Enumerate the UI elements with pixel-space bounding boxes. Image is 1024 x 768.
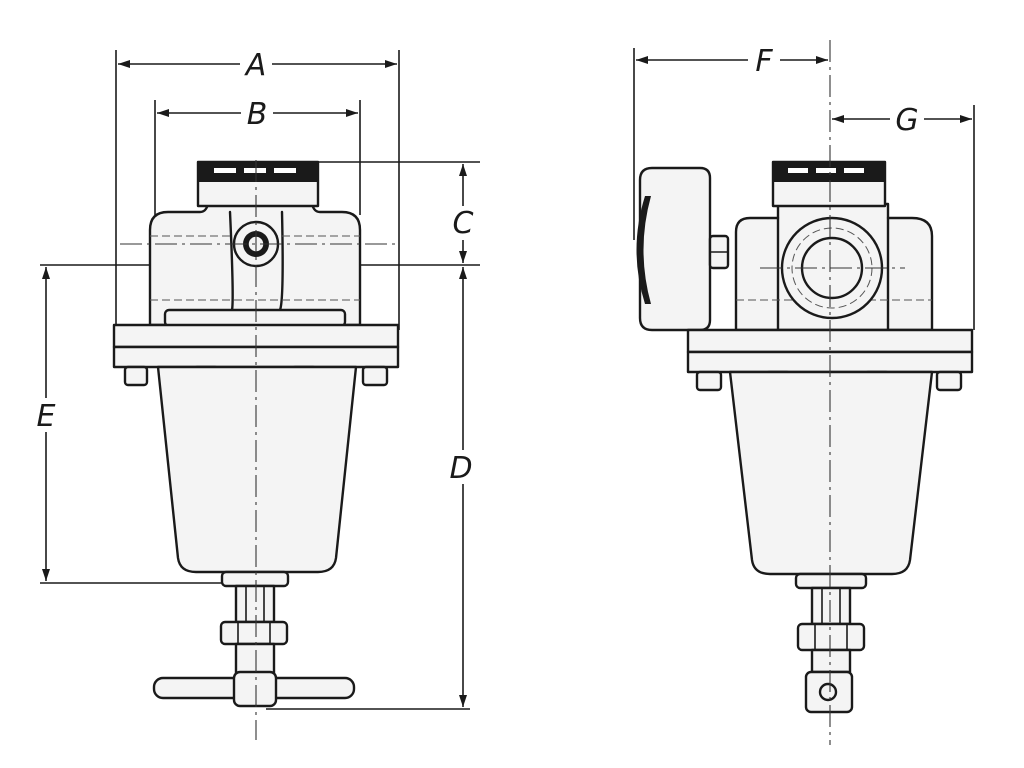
- dimension-label-c: C: [453, 206, 474, 241]
- front-view: [40, 50, 480, 740]
- front-nut: [219, 620, 289, 646]
- side-view: [633, 40, 975, 745]
- side-bowl: [728, 370, 934, 576]
- front-bowl: [156, 365, 358, 574]
- dimension-label-g: G: [895, 103, 918, 138]
- dimension-label-d: D: [449, 451, 472, 486]
- dimension-label-e: E: [37, 399, 56, 434]
- dimension-label-b: B: [247, 97, 268, 132]
- gauge: [638, 166, 712, 332]
- dimension-label-a: A: [244, 48, 267, 83]
- dimension-labels: A B C D E F G: [30, 44, 924, 486]
- side-nut: [796, 622, 866, 652]
- dimension-label-f: F: [755, 44, 773, 79]
